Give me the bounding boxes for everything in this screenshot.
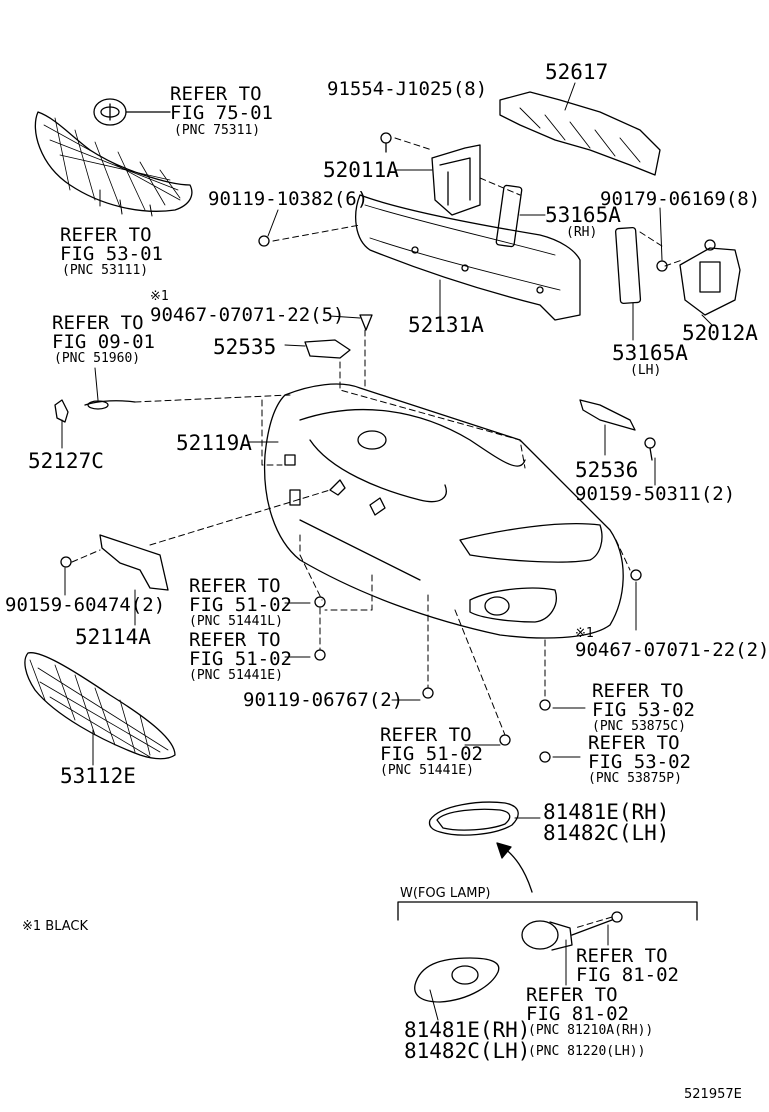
part-90179-06169: 90179-06169(8): [600, 188, 761, 210]
part-90119-06767: 90119-06767(2): [243, 689, 404, 711]
refer-pnc-emblem: (PNC 75311): [174, 123, 261, 138]
part-81482C-lh-top: 81482C(LH): [543, 821, 670, 845]
lh-note: (LH): [630, 363, 662, 378]
part-53112E: 53112E: [60, 764, 136, 788]
reinforcement-drawing: [355, 194, 581, 321]
refer-label-81-a: REFER TO: [576, 945, 668, 967]
figure-id: 521957E: [684, 1087, 742, 1102]
upper-grille-drawing: [34, 111, 193, 217]
part-52127C: 52127C: [28, 449, 104, 473]
part-52114A: 52114A: [75, 625, 151, 649]
refer-pnc-53875P: (PNC 53875P): [588, 771, 682, 786]
refer-fig-51441E-1: FIG 51-02: [189, 648, 292, 670]
part-90159-50311: 90159-50311(2): [575, 483, 736, 505]
refer-fig-53875P: FIG 53-02: [588, 751, 691, 773]
refer-fig-emblem: FIG 75-01: [170, 102, 273, 124]
refer-label-upper-grille: REFER TO: [60, 224, 152, 246]
side-brackets-drawing: [304, 339, 636, 431]
refer-pnc-09: (PNC 51960): [54, 351, 141, 366]
refer-fig-51441E-2: FIG 51-02: [380, 743, 483, 765]
bracket-52011A-drawing: [431, 144, 481, 216]
fog-lamp-drawing: [521, 919, 613, 951]
part-53165A-lh: 53165A: [612, 341, 688, 365]
absorber-52617-drawing: [499, 91, 661, 176]
emblem-drawing: [93, 98, 171, 126]
part-81481E-rh-bottom: 81481E(RH): [404, 1018, 531, 1042]
part-90159-60474: 90159-60474(2): [5, 594, 166, 616]
refer-pnc-51441E-2: (PNC 51441E): [380, 763, 474, 778]
part-81481E-rh-top: 81481E(RH): [543, 800, 670, 824]
refer-fig-upper-grille: FIG 53-01: [60, 243, 163, 265]
part-52617: 52617: [545, 60, 609, 84]
black-mark-1: ※1: [150, 289, 169, 304]
refer-label-09: REFER TO: [52, 312, 144, 334]
part-90119-10382: 90119-10382(6): [208, 188, 369, 210]
refer-fig-09: FIG 09-01: [52, 331, 155, 353]
refer-pnc-53875C: (PNC 53875C): [592, 719, 686, 734]
refer-fig-53875C: FIG 53-02: [592, 699, 695, 721]
part-90467-2: 90467-07071-22(2): [575, 639, 769, 661]
pnc-81210A: (PNC 81210A(RH)): [528, 1023, 654, 1038]
refer-label-51441L: REFER TO: [189, 575, 281, 597]
part-52012A: 52012A: [682, 321, 758, 345]
part-52535: 52535: [213, 335, 277, 359]
rh-note: (RH): [566, 225, 598, 240]
pnc-81220: (PNC 81220(LH)): [528, 1044, 646, 1059]
fog-lamp-bracket-lines: [397, 901, 698, 921]
refer-label-53875P: REFER TO: [588, 732, 680, 754]
part-52011A: 52011A: [323, 158, 399, 182]
refer-fig-81-b: FIG 81-02: [526, 1003, 629, 1025]
refer-label-51441E-1: REFER TO: [189, 629, 281, 651]
fasteners-drawing: [60, 132, 668, 923]
arrow-drawing: [496, 842, 533, 893]
part-90467-5: 90467-07071-22(5): [150, 304, 345, 326]
bracket-52012A-drawing: [679, 239, 741, 316]
part-52119A: 52119A: [176, 431, 252, 455]
assembly-dashed-lines: [71, 137, 683, 929]
part-81482C-lh-bottom: 81482C(LH): [404, 1039, 531, 1063]
fog-lamp-title: W(FOG LAMP): [400, 886, 491, 901]
cover-52127C-drawing: [54, 399, 136, 423]
refer-label-53875C: REFER TO: [592, 680, 684, 702]
refer-pnc-upper-grille: (PNC 53111): [62, 263, 149, 278]
refer-label-emblem: REFER TO: [170, 83, 262, 105]
part-52536: 52536: [575, 458, 639, 482]
part-52131A: 52131A: [408, 313, 484, 337]
refer-fig-81-a: FIG 81-02: [576, 964, 679, 986]
leader-lines: [61, 82, 713, 1021]
black-mark-2: ※1: [575, 626, 594, 641]
refer-fig-51441L: FIG 51-02: [189, 594, 292, 616]
part-53165A-rh: 53165A: [545, 203, 621, 227]
refer-pnc-51441L: (PNC 51441L): [189, 614, 283, 629]
legend-note: ※1 BLACK: [22, 919, 89, 934]
refer-pnc-51441E-1: (PNC 51441E): [189, 668, 283, 683]
retainer-53165A-drawing: [495, 184, 642, 305]
bumper-cover-drawing: [263, 383, 624, 639]
fog-bezel-top-drawing: [428, 801, 519, 836]
refer-label-51441E-2: REFER TO: [380, 724, 472, 746]
part-91554: 91554-J1025(8): [327, 78, 488, 100]
license-bracket-drawing: [99, 534, 169, 591]
refer-label-81-b: REFER TO: [526, 984, 618, 1006]
lower-grille-drawing: [24, 652, 176, 760]
fog-bezel-bottom-drawing: [414, 957, 500, 1003]
